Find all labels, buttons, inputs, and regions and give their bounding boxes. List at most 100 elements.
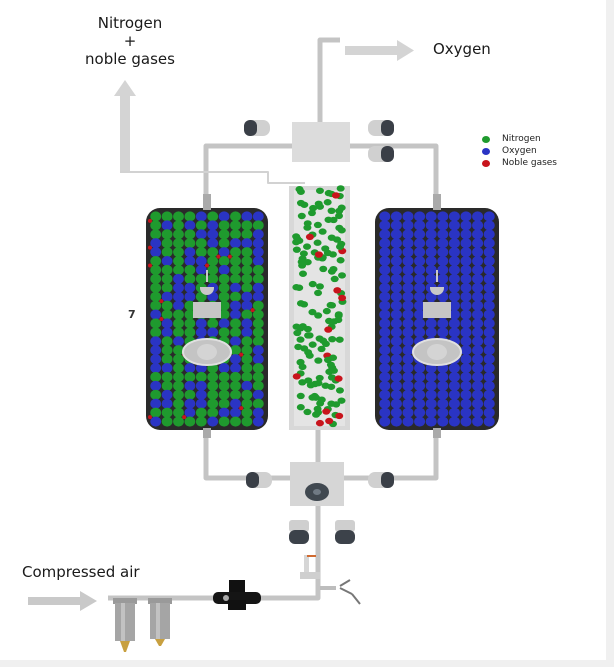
label-line: Nitrogen bbox=[97, 14, 163, 32]
nitrogen-molecule bbox=[173, 255, 184, 267]
oxygen-molecule bbox=[414, 229, 426, 240]
oxygen-molecule bbox=[437, 273, 449, 284]
oxygen-molecule bbox=[150, 354, 162, 365]
oxygen-molecule bbox=[173, 282, 184, 293]
oxygen-molecule bbox=[173, 336, 184, 347]
oxygen-molecule bbox=[390, 407, 402, 418]
oxygen-molecule bbox=[460, 416, 472, 427]
nitrogen-molecule bbox=[184, 211, 196, 222]
nitrogen-molecule bbox=[299, 250, 308, 257]
noble-gas-molecule bbox=[322, 408, 331, 415]
oxygen-molecule bbox=[414, 291, 426, 302]
nitrogen-molecule bbox=[207, 255, 219, 267]
nitrogen-molecule bbox=[207, 371, 219, 383]
oxygen-molecule bbox=[448, 318, 460, 329]
oxygen-molecule bbox=[460, 362, 472, 374]
nitrogen-molecule bbox=[327, 207, 336, 215]
nitrogen-molecule bbox=[292, 284, 301, 291]
nitrogen-molecule bbox=[173, 318, 184, 329]
oxygen-molecule bbox=[390, 291, 402, 302]
oxygen-molecule bbox=[252, 416, 264, 427]
noble-gas-molecule bbox=[148, 245, 152, 250]
nitrogen-molecule bbox=[195, 407, 207, 418]
nitrogen-molecule bbox=[161, 371, 173, 383]
nitrogen-molecule bbox=[317, 345, 326, 353]
nitrogen-molecule bbox=[335, 212, 344, 220]
oxygen-molecule bbox=[230, 300, 241, 311]
nitrogen-molecule bbox=[218, 389, 230, 400]
nitrogen-molecule bbox=[184, 264, 196, 276]
oxygen-molecule bbox=[252, 238, 264, 249]
oxygen-molecule bbox=[460, 407, 472, 418]
nitrogen-molecule bbox=[323, 249, 332, 257]
nitrogen-molecule bbox=[195, 238, 207, 249]
nitrogen-molecule bbox=[173, 371, 184, 383]
nitrogen-molecule bbox=[337, 397, 346, 404]
oxygen-molecule bbox=[483, 247, 495, 258]
noble-gas-molecule bbox=[239, 406, 244, 411]
nitrogen-molecule bbox=[319, 265, 328, 273]
oxygen-molecule bbox=[402, 327, 414, 338]
nitrogen-molecule bbox=[313, 221, 322, 229]
nitrogen-molecule bbox=[173, 380, 184, 391]
nitrogen-molecule bbox=[184, 238, 196, 249]
oxygen-molecule bbox=[379, 247, 391, 258]
oxygen-molecule bbox=[402, 220, 414, 231]
nitrogen-molecule bbox=[252, 264, 264, 276]
nitrogen-molecule bbox=[252, 220, 264, 231]
oxygen-molecule bbox=[150, 398, 162, 409]
oxygen-molecule bbox=[390, 389, 402, 400]
oxygen-molecule bbox=[483, 380, 495, 391]
oxygen-molecule bbox=[161, 220, 173, 231]
nitrogen-molecule bbox=[207, 264, 219, 276]
nitrogen-molecule bbox=[252, 398, 264, 409]
oxygen-molecule bbox=[390, 247, 402, 258]
oxygen-molecule bbox=[448, 255, 460, 267]
oxygen-molecule bbox=[448, 282, 460, 293]
nitrogen-molecule bbox=[173, 398, 184, 409]
oxygen-molecule bbox=[472, 247, 484, 258]
oxygen-molecule bbox=[390, 371, 402, 383]
oxygen-molecule bbox=[390, 273, 402, 284]
nitrogen-molecule bbox=[218, 273, 230, 284]
nitrogen-molecule bbox=[230, 345, 241, 356]
noble-gas-molecule bbox=[335, 412, 344, 420]
nitrogen-molecule bbox=[323, 199, 332, 206]
oxygen-molecule bbox=[150, 345, 162, 356]
nitrogen-molecule bbox=[303, 243, 312, 250]
nitrogen-molecule bbox=[313, 405, 322, 413]
oxygen-molecule bbox=[379, 398, 391, 409]
nitrogen-molecule bbox=[150, 300, 162, 311]
oxygen-molecule bbox=[402, 264, 414, 276]
oxygen-molecule bbox=[483, 282, 495, 293]
nitrogen-molecule bbox=[173, 362, 184, 374]
nitrogen-molecule bbox=[303, 220, 312, 227]
nitrogen-molecule bbox=[173, 416, 184, 427]
nitrogen-molecule bbox=[207, 318, 219, 329]
nitrogen-molecule bbox=[333, 236, 342, 243]
oxygen-molecule bbox=[402, 309, 414, 320]
nitrogen-molecule bbox=[207, 247, 219, 258]
nitrogen-molecule bbox=[150, 327, 162, 338]
oxygen-molecule bbox=[460, 238, 472, 249]
nitrogen-molecule bbox=[318, 228, 327, 235]
vessel-outlet bbox=[203, 428, 211, 438]
nitrogen-molecule bbox=[207, 211, 219, 222]
nitrogen-molecule bbox=[338, 272, 347, 279]
oxygen-molecule bbox=[472, 264, 484, 276]
nitrogen-molecule bbox=[307, 209, 316, 217]
drain-fitting bbox=[300, 555, 361, 605]
oxygen-molecule bbox=[448, 238, 460, 249]
nitrogen-molecule bbox=[150, 229, 162, 240]
oxygen-molecule bbox=[472, 211, 484, 222]
stray-marker: 7 bbox=[128, 308, 136, 321]
adsorber-right bbox=[375, 194, 499, 438]
oxygen-molecule bbox=[390, 345, 402, 356]
oxygen-molecule bbox=[241, 300, 253, 311]
oxygen-molecule bbox=[460, 247, 472, 258]
oxygen-molecule bbox=[402, 371, 414, 383]
label-line: noble gases bbox=[85, 50, 175, 68]
oxygen-molecule bbox=[241, 318, 253, 329]
oxygen-molecule bbox=[437, 238, 449, 249]
oxygen-molecule bbox=[207, 416, 219, 427]
